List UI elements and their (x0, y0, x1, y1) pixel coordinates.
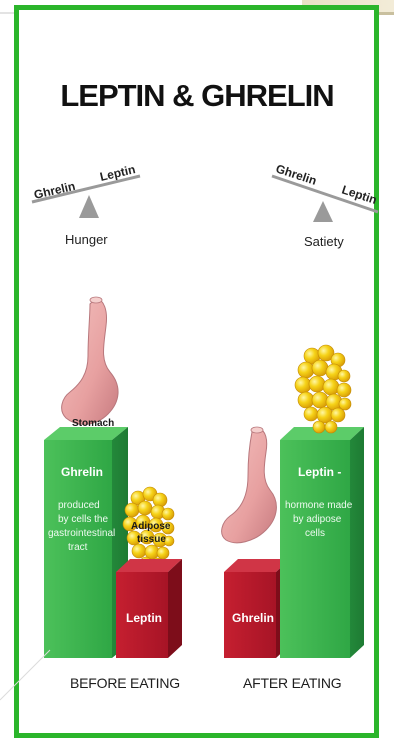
after-leptin-block-title: Leptin - (298, 465, 341, 479)
hunger-scale-fulcrum (79, 195, 99, 218)
after-stomach (222, 427, 277, 543)
before-ghrelin-line-1: produced (58, 500, 100, 511)
hunger-scale-ghrelin-word: Ghrelin (33, 179, 77, 202)
before-eating-caption: BEFORE EATING (70, 675, 180, 691)
before-ghrelin-line-4: tract (68, 542, 88, 553)
after-leptin-line-1: hormone made (285, 500, 353, 511)
before-stomach: Stomach (62, 297, 118, 429)
before-ghrelin-block-title: Ghrelin (61, 465, 103, 479)
satiety-scale: Ghrelin Leptin Satiety (272, 162, 379, 249)
before-ghrelin-block: Ghrelin produced by cells the gastrointe… (44, 427, 128, 658)
after-leptin-line-2: by adipose (293, 514, 342, 525)
after-adipose-tissue (295, 345, 351, 433)
before-ghrelin-line-2: by cells the (58, 514, 108, 525)
after-eating-caption: AFTER EATING (243, 675, 341, 691)
hunger-scale: Ghrelin Leptin Hunger (32, 162, 140, 247)
hunger-label: Hunger (65, 232, 108, 247)
adipose-label-line-1: Adipose (131, 521, 171, 532)
adipose-label-line-2: tissue (137, 534, 166, 545)
after-ghrelin-block-title: Ghrelin (232, 611, 274, 625)
after-leptin-line-3: cells (305, 528, 325, 539)
satiety-scale-leptin-word: Leptin (340, 183, 379, 207)
corner-decor-line (0, 650, 50, 700)
before-leptin-block-title: Leptin (126, 611, 162, 625)
before-adipose-tissue: Adipose tissue (123, 487, 174, 570)
satiety-scale-fulcrum (313, 201, 333, 222)
after-leptin-block: Leptin - hormone made by adipose cells (280, 427, 364, 658)
before-leptin-block: Leptin (116, 559, 182, 658)
before-ghrelin-line-3: gastrointestinal (48, 528, 115, 539)
satiety-label: Satiety (304, 234, 344, 249)
